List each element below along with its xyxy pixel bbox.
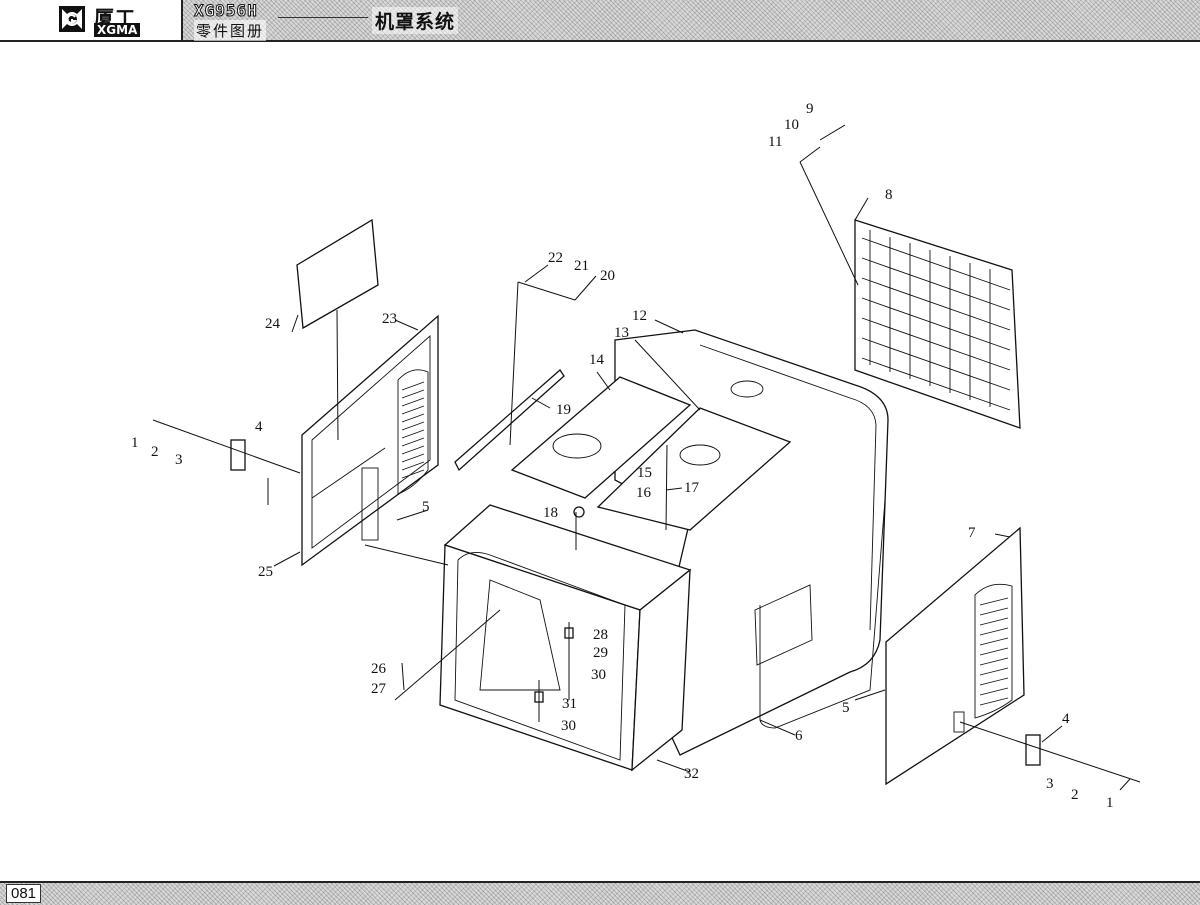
callout-7: 7: [968, 525, 976, 541]
brand-name-en: XGMA: [94, 23, 141, 37]
left-side-door: [301, 314, 439, 567]
callout-labels: 1 2 3 4 24 23 25 5 26 27 22 21 20 19 14 …: [131, 101, 1114, 811]
leader-lines: [152, 124, 1141, 791]
system-name: 机罩系统: [372, 7, 459, 34]
part-24-cover-plate: [296, 218, 379, 330]
page-header: 厦工 XGMA XG956H 零件图册 机罩系统: [0, 0, 1200, 42]
callout-4-right: 4: [1062, 711, 1070, 727]
callout-20: 20: [600, 268, 615, 284]
exploded-parts-diagram: 1 2 3 4 24 23 25 5 26 27 22 21 20 19 14 …: [131, 101, 1141, 811]
part-14-top-plate: [510, 376, 692, 499]
callout-2: 2: [151, 444, 159, 460]
callout-1: 1: [131, 435, 139, 451]
part-7-right-side-panel: [885, 526, 1025, 786]
callout-18: 18: [543, 505, 558, 521]
callout-6: 6: [795, 728, 803, 744]
callout-22: 22: [548, 250, 563, 266]
callout-9: 9: [806, 101, 814, 117]
callout-15: 15: [637, 465, 652, 481]
xgma-logo-icon: [59, 6, 85, 32]
part-32-front-frame: [439, 504, 692, 772]
callout-10: 10: [784, 117, 799, 133]
part-8-rear-grille: [854, 219, 1021, 429]
callout-3: 3: [175, 452, 183, 468]
callout-14: 14: [589, 352, 605, 368]
callout-31: 31: [562, 696, 577, 712]
callout-23: 23: [382, 311, 397, 327]
callout-17: 17: [684, 480, 700, 496]
callout-30-lower: 30: [561, 718, 576, 734]
callout-5-right: 5: [842, 700, 850, 716]
callout-29: 29: [593, 645, 608, 661]
part-4-latch-left: [230, 439, 246, 471]
callout-27: 27: [371, 681, 387, 697]
part-19-hinge-strip: [454, 369, 565, 472]
callout-24: 24: [265, 316, 281, 332]
callout-4: 4: [255, 419, 263, 435]
callout-13: 13: [614, 325, 629, 341]
model-code: XG956H: [194, 1, 258, 21]
catalog-label: 零件图册: [194, 20, 267, 41]
callout-26: 26: [371, 661, 387, 677]
callout-25: 25: [258, 564, 273, 580]
callout-32: 32: [684, 766, 699, 782]
page-footer: 081: [0, 881, 1200, 905]
callout-12: 12: [632, 308, 647, 324]
callout-2-right: 2: [1071, 787, 1079, 803]
callout-8: 8: [885, 187, 893, 203]
callout-1-right: 1: [1106, 795, 1114, 811]
callout-30: 30: [591, 667, 606, 683]
callout-21: 21: [574, 258, 589, 274]
page-number: 081: [6, 884, 42, 903]
part-4-latch-right: [1025, 734, 1041, 766]
header-rule: [278, 17, 368, 18]
callout-28: 28: [593, 627, 608, 643]
part-13-radiator-plate: [596, 407, 792, 531]
callout-11: 11: [768, 134, 782, 150]
callout-19: 19: [556, 402, 571, 418]
callout-16: 16: [636, 485, 652, 501]
logo-box: 厦工 XGMA: [0, 0, 183, 40]
callout-5: 5: [422, 499, 430, 515]
callout-3-right: 3: [1046, 776, 1054, 792]
